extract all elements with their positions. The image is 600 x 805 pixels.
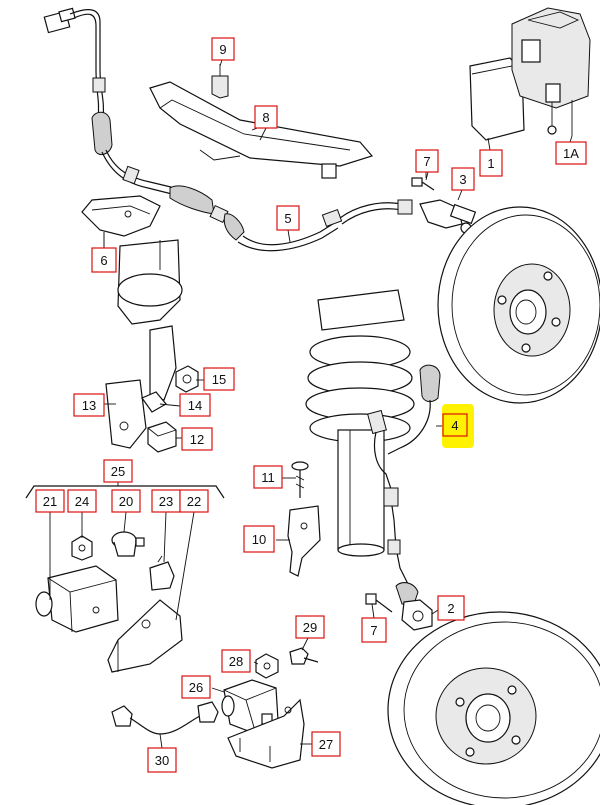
strut-housing: [105, 239, 183, 449]
callout-12[interactable]: 12: [181, 427, 213, 451]
nut-part-24: [71, 535, 93, 561]
svg-text:20: 20: [119, 494, 133, 509]
svg-text:22: 22: [187, 494, 201, 509]
svg-text:11: 11: [261, 470, 275, 485]
bracket-part-6: [81, 195, 161, 250]
svg-text:6: 6: [100, 253, 107, 268]
bolt-part-11: [291, 461, 309, 498]
svg-text:24: 24: [75, 494, 89, 509]
sensor-wire-part-4: [367, 364, 441, 585]
block-part-12: [147, 421, 177, 453]
callout-15[interactable]: 15: [203, 367, 235, 391]
svg-text:2: 2: [447, 601, 454, 616]
callout-14[interactable]: 14: [179, 393, 211, 417]
callout-13[interactable]: 13: [73, 393, 105, 417]
svg-text:27: 27: [319, 737, 333, 752]
bracket-part-27: [227, 698, 305, 769]
bracket-part-10: [287, 505, 321, 577]
callout-9[interactable]: 9: [211, 37, 235, 61]
callout-27[interactable]: 27: [311, 731, 341, 757]
bolt-part-29: [289, 647, 319, 665]
callout-21[interactable]: 21: [35, 489, 65, 513]
svg-text:4: 4: [451, 418, 458, 433]
callout-10[interactable]: 10: [243, 525, 275, 553]
svg-text:25: 25: [111, 464, 125, 479]
upper-sensor-wire: [43, 7, 413, 252]
callout-30[interactable]: 30: [147, 747, 177, 773]
callout-29[interactable]: 29: [295, 615, 325, 639]
callout-20[interactable]: 20: [111, 489, 141, 513]
svg-text:26: 26: [189, 680, 203, 695]
clip-part-14: [141, 391, 167, 413]
brake-disc-upper: [437, 206, 600, 404]
svg-text:9: 9: [219, 42, 226, 57]
callout-23[interactable]: 23: [151, 489, 181, 513]
abs-unit-part-1: [469, 7, 591, 141]
svg-text:23: 23: [159, 494, 173, 509]
svg-text:14: 14: [188, 398, 202, 413]
mount-bracket-part-22: [107, 599, 183, 673]
grommet-part-20: [111, 531, 145, 557]
svg-text:21: 21: [43, 494, 57, 509]
callout-25[interactable]: 25: [103, 459, 133, 483]
nut-part-15: [175, 365, 199, 393]
wire-part-30: [111, 701, 219, 735]
clip-part-23: [149, 555, 175, 591]
coil-spring-strut: [305, 289, 415, 557]
svg-text:3: 3: [459, 172, 466, 187]
callout-7-top[interactable]: 7: [415, 149, 439, 173]
bolt-part-7-bottom: [365, 593, 393, 613]
svg-text:15: 15: [212, 372, 226, 387]
callout-3[interactable]: 3: [451, 167, 475, 191]
bolt-part-7-top: [411, 172, 435, 191]
speed-sensor-part-3: [419, 199, 477, 234]
svg-text:29: 29: [303, 620, 317, 635]
svg-text:7: 7: [370, 623, 377, 638]
clip-part-9: [211, 64, 229, 99]
callout-11[interactable]: 11: [253, 465, 283, 489]
callout-7-bottom[interactable]: 7: [361, 617, 387, 643]
callout-1[interactable]: 1: [479, 149, 503, 177]
callout-8[interactable]: 8: [254, 105, 278, 129]
sensor-block-part-21: [35, 565, 119, 633]
callout-22[interactable]: 22: [179, 489, 209, 513]
speed-sensor-part-2: [395, 582, 433, 631]
group-bracket-line-25: [25, 485, 225, 499]
bracket-part-8: [149, 81, 374, 179]
nut-part-28: [255, 653, 279, 679]
callout-2[interactable]: 2: [437, 595, 465, 621]
callout-4-highlighted[interactable]: 4: [442, 404, 474, 448]
callout-28[interactable]: 28: [221, 649, 251, 673]
callout-1a[interactable]: 1A: [555, 141, 587, 165]
svg-text:13: 13: [82, 398, 96, 413]
svg-text:28: 28: [229, 654, 243, 669]
svg-text:1: 1: [487, 156, 494, 171]
svg-text:30: 30: [155, 753, 169, 768]
callout-5[interactable]: 5: [276, 205, 300, 231]
svg-text:10: 10: [252, 532, 266, 547]
callout-26[interactable]: 26: [181, 675, 211, 699]
callout-24[interactable]: 24: [67, 489, 97, 513]
leader-lines: [49, 59, 573, 749]
callout-6[interactable]: 6: [91, 247, 117, 273]
svg-text:7: 7: [423, 154, 430, 169]
svg-text:12: 12: [190, 432, 204, 447]
svg-text:1A: 1A: [563, 146, 579, 161]
svg-text:8: 8: [262, 110, 269, 125]
brake-disc-lower: [387, 611, 600, 805]
svg-text:5: 5: [284, 211, 291, 226]
